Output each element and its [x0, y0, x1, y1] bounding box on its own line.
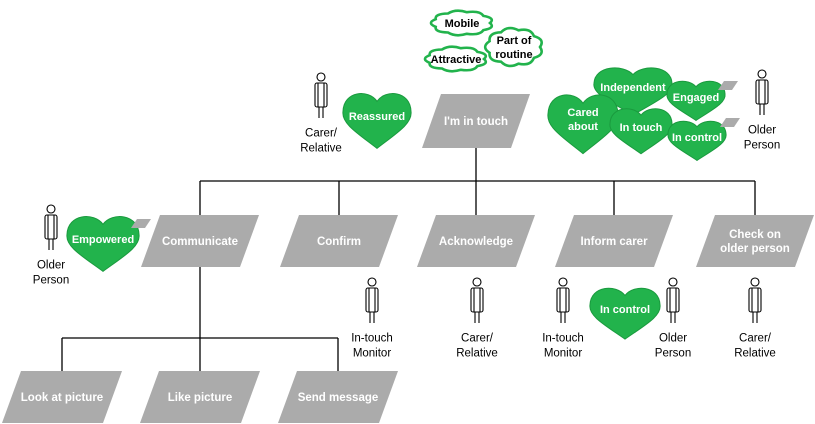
cloud-part-of-routine-shape	[483, 26, 543, 68]
actor-carer-relative-mid-label: Carer/	[461, 333, 494, 345]
person-icon	[748, 277, 762, 323]
task-node-label: Inform carer	[580, 236, 648, 248]
cloud-part-of-routine: Part of routine	[483, 26, 543, 68]
task-node: Inform carer	[555, 215, 673, 267]
person-icon	[556, 277, 570, 323]
task-node-shape	[141, 215, 259, 267]
heart-cared-about: Cared about	[547, 94, 619, 155]
engaged-flag-icon	[718, 81, 738, 90]
subtask-node: Look at picture	[2, 371, 122, 423]
actor-older-person-top-label: Person	[744, 140, 780, 152]
heart-reassured-label: Reassured	[349, 111, 405, 123]
cloud-part-of-routine-label: routine	[495, 49, 532, 61]
task-node-shape	[280, 215, 398, 267]
actor-older-person-right-label: Person	[655, 348, 691, 360]
cloud-mobile: Mobile	[429, 9, 494, 37]
person-icon	[44, 204, 58, 250]
in-control-flag-icon	[720, 118, 740, 127]
heart-independent-label: Independent	[600, 82, 666, 94]
heart-engaged-shape	[666, 80, 726, 121]
heart-cared-about-label: about	[568, 121, 598, 133]
person-icon	[755, 69, 769, 115]
heart-cared-about-label: Cared	[567, 107, 598, 119]
heart-in-control-top: In control	[667, 120, 727, 161]
actor-carer-relative-mid: Carer/Relative	[456, 277, 498, 360]
subtask-node-label: Look at picture	[21, 392, 103, 404]
cloud-attractive-label: Attractive	[431, 54, 482, 66]
heart-empowered: Empowered	[66, 216, 140, 272]
actor-older-person-left-label: Person	[33, 275, 69, 287]
goal-node: I'm in touch	[422, 94, 530, 148]
task-node: Check on older person	[696, 215, 814, 267]
actor-carer-relative-top-label: Relative	[300, 143, 342, 155]
heart-in-touch: In touch	[609, 108, 673, 155]
person-icon	[666, 277, 680, 323]
heart-in-control-top-label: In control	[672, 132, 722, 144]
subtask-node: Send message	[278, 371, 398, 423]
person-icon	[314, 72, 328, 118]
actor-carer-relative-right-label: Relative	[734, 348, 776, 360]
task-node-label: Check on	[729, 229, 781, 241]
subtask-node-label: Like picture	[168, 392, 233, 404]
actor-carer-relative-right-label: Carer/	[739, 333, 772, 345]
heart-in-control-bottom: In control	[589, 287, 661, 340]
subtask-node: Like picture	[140, 371, 260, 423]
task-node-shape	[696, 215, 814, 267]
goal-node-shape	[422, 94, 530, 148]
heart-reassured: Reassured	[342, 93, 412, 149]
heart-in-control-bottom-label: In control	[600, 304, 650, 316]
actor-older-person-right-label: Older	[659, 333, 687, 345]
cloud-attractive: Attractive	[423, 45, 488, 73]
task-node-shape	[555, 215, 673, 267]
task-node: Acknowledge	[417, 215, 535, 267]
cloud-mobile-label: Mobile	[445, 18, 480, 30]
heart-in-control-bottom-shape	[589, 287, 661, 340]
actor-in-touch-monitor-2-label: Monitor	[544, 348, 583, 360]
task-node-label: Confirm	[317, 236, 361, 248]
heart-engaged: Engaged	[666, 80, 726, 121]
task-node-label: Communicate	[162, 236, 238, 248]
actor-carer-relative-top-label: Carer/	[305, 128, 338, 140]
actor-in-touch-monitor-1-label: Monitor	[353, 348, 392, 360]
cloud-attractive-shape	[423, 45, 488, 73]
cloud-part-of-routine-label: Part of	[497, 35, 532, 47]
person-icon	[365, 277, 379, 323]
heart-in-control-top-shape	[667, 120, 727, 161]
actor-carer-relative-right: Carer/Relative	[734, 277, 776, 360]
subtask-node-label: Send message	[298, 392, 379, 404]
connector-lines	[61, 148, 756, 372]
task-node: Confirm	[280, 215, 398, 267]
actor-carer-relative-top: Carer/Relative	[300, 72, 342, 155]
task-node: Communicate	[141, 215, 259, 267]
actor-older-person-left-label: Older	[37, 260, 65, 272]
actor-in-touch-monitor-1-label: In-touch	[351, 333, 393, 345]
goal-node-label: I'm in touch	[444, 116, 508, 128]
subtask-node-shape	[278, 371, 398, 423]
task-node-label: older person	[720, 243, 790, 255]
subtask-node-shape	[140, 371, 260, 423]
actor-carer-relative-mid-label: Relative	[456, 348, 498, 360]
empowered-flag-icon	[131, 219, 151, 228]
actor-in-touch-monitor-2-label: In-touch	[542, 333, 584, 345]
heart-engaged-label: Engaged	[673, 92, 719, 104]
task-node-label: Acknowledge	[439, 236, 513, 248]
person-icon	[470, 277, 484, 323]
cloud-mobile-shape	[429, 9, 494, 37]
heart-reassured-shape	[342, 93, 412, 149]
subtask-node-shape	[2, 371, 122, 423]
actor-older-person-top-label: Older	[748, 125, 776, 137]
heart-empowered-label: Empowered	[72, 234, 134, 246]
heart-empowered-shape	[66, 216, 140, 272]
task-node-shape	[417, 215, 535, 267]
heart-in-touch-label: In touch	[620, 122, 663, 134]
